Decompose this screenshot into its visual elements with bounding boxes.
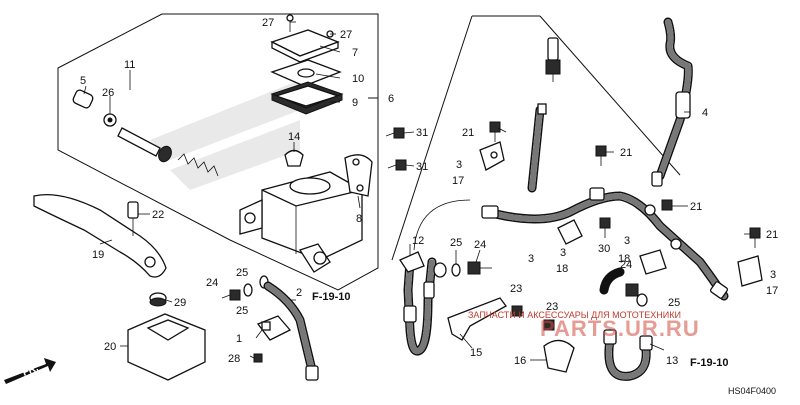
callout-27: 27 <box>262 17 274 29</box>
reservoir-plate <box>270 59 342 87</box>
callout-8: 8 <box>356 213 362 225</box>
holder-8 <box>344 154 373 197</box>
callout-13: 13 <box>666 355 678 367</box>
callout-21: 21 <box>462 127 474 139</box>
callout-3: 3 <box>560 247 566 259</box>
callout-27: 27 <box>340 29 352 41</box>
bolt-21-d <box>749 227 761 248</box>
callout-20: 20 <box>104 341 116 353</box>
clamp-17-right <box>737 255 763 287</box>
callout-24: 24 <box>620 259 632 271</box>
clamp-17-left <box>479 141 505 171</box>
brand-emblem-watermark <box>150 80 300 190</box>
watermark-brand: PARTS.UR.RU <box>540 316 700 341</box>
watermark: PARTS.UR.RU ЗАПЧАСТИ И АКСЕССУАРЫ ДЛЯ МО… <box>468 310 700 341</box>
callout-11: 11 <box>124 59 135 71</box>
callout-12: 12 <box>412 235 424 247</box>
ref-left: F-19-10 <box>312 291 351 303</box>
callout-10: 10 <box>352 73 364 85</box>
callout-18: 18 <box>556 263 568 275</box>
watermark-tagline: ЗАПЧАСТИ И АКСЕССУАРЫ ДЛЯ МОТОТЕХНИКИ <box>468 310 681 320</box>
bolt-21-a <box>489 121 501 142</box>
lever-cover-20 <box>127 313 206 381</box>
ref-right: F-19-10 <box>690 357 729 369</box>
callout-5: 5 <box>80 75 86 87</box>
screw-28 <box>253 353 263 363</box>
callout-24: 24 <box>474 239 486 251</box>
brake-hose-13 <box>599 267 653 381</box>
piston-kit <box>72 89 219 177</box>
brake-hose-2 <box>263 281 319 381</box>
callout-3: 3 <box>770 269 776 281</box>
callout-22: 22 <box>152 209 164 221</box>
brake-hose-upper <box>527 103 547 193</box>
callout-16: 16 <box>514 355 526 367</box>
brake-pipe <box>413 199 471 251</box>
callout-25: 25 <box>668 297 680 309</box>
screw-27-top <box>286 14 294 32</box>
bracket-15 <box>447 297 507 341</box>
callout-31: 31 <box>416 127 428 139</box>
callout-2: 2 <box>296 287 302 299</box>
clamp-18-a <box>557 219 583 245</box>
callout-9: 9 <box>352 97 358 109</box>
nut-29 <box>149 292 167 307</box>
bleeder-fitting <box>545 37 561 82</box>
master-cylinder-body <box>239 171 363 273</box>
callout-15: 15 <box>470 347 482 359</box>
callout-17: 17 <box>452 175 464 187</box>
callout-25: 25 <box>450 237 462 249</box>
callout-3: 3 <box>528 253 534 265</box>
clamp-18-b <box>639 249 667 275</box>
callout-26: 26 <box>102 87 114 99</box>
leader-lines <box>83 21 750 361</box>
callout-14: 14 <box>288 131 300 143</box>
callout-30: 30 <box>598 243 610 255</box>
brake-hose-3 <box>481 187 729 301</box>
brake-hose-12 <box>399 251 437 356</box>
bolt-21-b <box>595 145 607 166</box>
callout-18: 18 <box>618 253 630 265</box>
reservoir-diaphragm <box>270 81 344 115</box>
callout-25: 25 <box>236 267 248 279</box>
boot-14 <box>284 149 304 167</box>
callout-3: 3 <box>624 235 630 247</box>
callout-23: 23 <box>546 301 558 313</box>
brake-switch <box>256 315 292 341</box>
callout-4: 4 <box>702 107 708 119</box>
clamp-16 <box>543 339 575 373</box>
callout-21: 21 <box>690 201 702 213</box>
brake-hose-4 <box>651 17 693 187</box>
bolts-23 <box>511 305 555 331</box>
callout-3: 3 <box>456 159 462 171</box>
callout-24: 24 <box>206 277 218 289</box>
bolt-24-left <box>221 289 241 301</box>
callout-6: 6 <box>388 93 394 105</box>
bolt-21-c <box>661 199 673 211</box>
callout-25: 25 <box>236 305 248 317</box>
callout-19: 19 <box>92 249 104 261</box>
callout-21: 21 <box>620 147 632 159</box>
brake-lever <box>33 193 167 278</box>
diagram-code: HS04F0400 <box>728 386 776 396</box>
callout-7: 7 <box>352 47 358 59</box>
callout-31: 31 <box>416 161 428 173</box>
front-arrow-label: FR. <box>21 362 40 378</box>
front-arrow: FR. <box>4 358 56 384</box>
callout-29: 29 <box>174 297 186 309</box>
bolts-31 <box>385 127 407 171</box>
callout-21: 21 <box>766 229 778 241</box>
callout-17: 17 <box>766 285 778 297</box>
bolt-30 <box>599 217 611 238</box>
fittings-24-25-center <box>433 261 492 278</box>
pivot-bolt-22 <box>127 201 139 236</box>
callout-labels: 27 27 7 10 9 6 11 5 26 14 31 31 8 22 19 … <box>80 17 778 367</box>
callout-28: 28 <box>228 353 240 365</box>
callout-23: 23 <box>510 283 522 295</box>
fittings-24-25-right <box>625 283 648 307</box>
reservoir-cap <box>270 29 340 63</box>
callout-1: 1 <box>236 333 242 345</box>
assembly-group-frame <box>57 13 681 291</box>
